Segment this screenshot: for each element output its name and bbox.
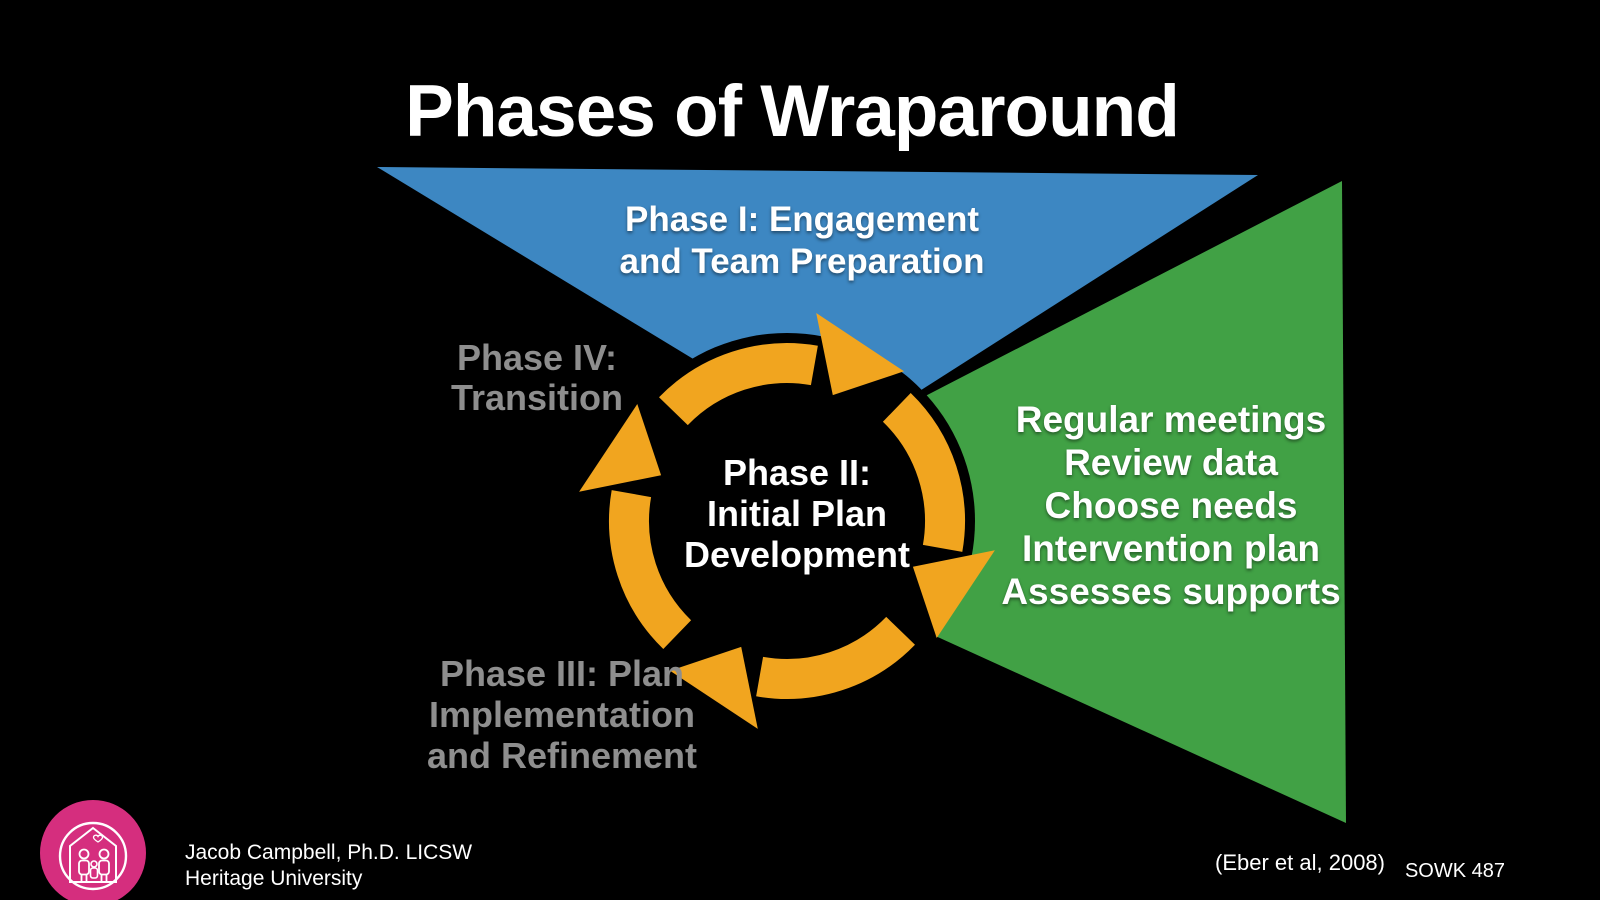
phase3-label: Phase III: Plan Implementation and Refin…	[426, 653, 698, 776]
phase2-detail-item: Intervention plan	[1021, 528, 1321, 569]
phase1-triangle	[377, 167, 1258, 445]
phase2-detail-item: Regular meetings	[1015, 399, 1327, 440]
citation: (Eber et al, 2008)	[1215, 850, 1385, 875]
cycle-arc-right	[882, 393, 965, 552]
page-title: Phases of Wraparound	[405, 71, 1180, 152]
phase4-label: Phase IV: Transition	[450, 337, 624, 418]
cycle-arc-bottom	[756, 616, 915, 699]
phase2-detail-item: Review data	[1064, 442, 1278, 483]
cycle-arrowhead-top-icon	[816, 313, 904, 396]
phase1-label: Phase I: Engagement and Team Preparation	[619, 200, 985, 281]
cycle-arrowhead-left-icon	[579, 404, 662, 492]
cycle-arc-top	[659, 343, 818, 426]
phase2-detail-item: Choose needs	[1044, 485, 1298, 526]
author-affiliation: Heritage University	[185, 867, 363, 890]
cycle-ring	[609, 343, 965, 699]
course-code: SOWK 487	[1404, 860, 1506, 882]
phase2-detail-item: Assesses supports	[1001, 571, 1341, 612]
cycle-hub-circle	[599, 333, 975, 709]
family-house-logo-icon	[40, 800, 146, 900]
cycle-arrowhead-bottom-icon	[670, 646, 758, 729]
cycle-arc-left	[609, 490, 692, 649]
phase2-details-list: Regular meetings Review data Choose need…	[946, 398, 1396, 613]
course-info: SOWK 487 Spring 2024	[1355, 832, 1555, 900]
cycle-arrowhead-right-icon	[912, 550, 995, 638]
cycle-arrowheads	[579, 313, 995, 729]
phase2-label: Phase II: Initial Plan Development	[683, 452, 911, 575]
author-credit: Jacob Campbell, Ph.D. LICSW Heritage Uni…	[185, 840, 472, 892]
author-name: Jacob Campbell, Ph.D. LICSW	[185, 841, 473, 864]
phase2-wedge	[683, 181, 1346, 823]
